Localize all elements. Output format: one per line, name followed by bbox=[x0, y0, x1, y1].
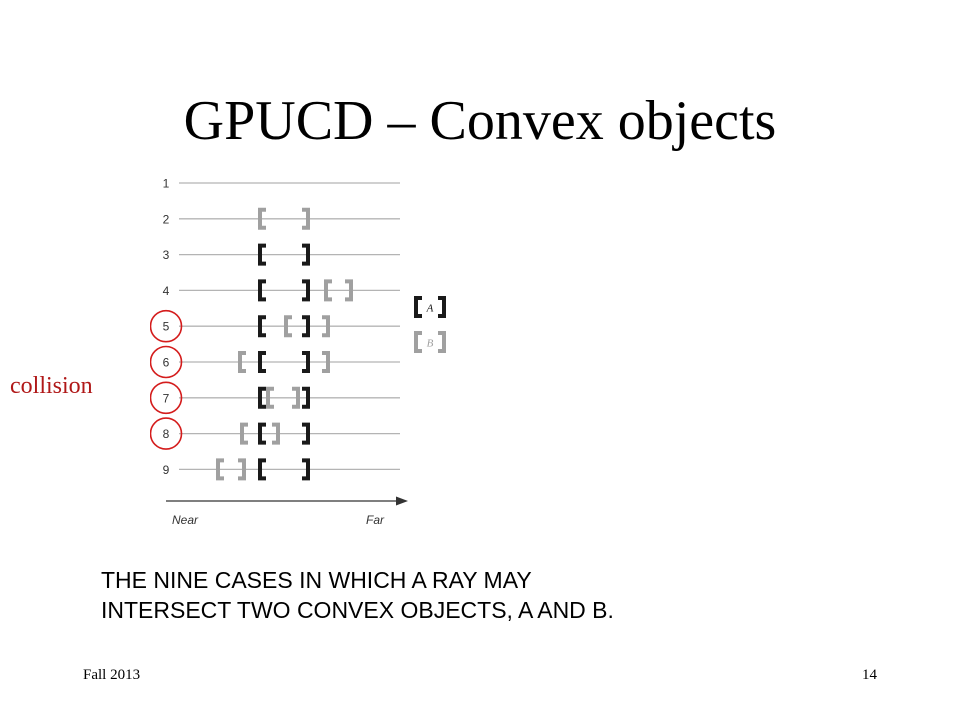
object-a-open-row-5 bbox=[258, 315, 266, 338]
row-label-2: 2 bbox=[163, 212, 170, 226]
legend-label-a: A bbox=[426, 303, 434, 315]
object-a-open-row-2 bbox=[258, 207, 266, 230]
object-a-close-row-2 bbox=[302, 207, 310, 230]
object-a-open-row-7 bbox=[258, 386, 266, 409]
row-label-9: 9 bbox=[163, 463, 170, 477]
footer-date: Fall 2013 bbox=[83, 667, 141, 683]
object-b-open-row-4 bbox=[324, 279, 332, 302]
object-a-open-row-4 bbox=[258, 279, 266, 302]
object-a-close-row-3 bbox=[302, 243, 310, 266]
legend-b-close bbox=[438, 331, 446, 353]
slide-title: GPUCD – Convex objects bbox=[183, 90, 777, 152]
ray-cases-diagram: 1 2 3 4 5 6 7 8 9 A B Near Far bbox=[150, 168, 470, 538]
row-label-5: 5 bbox=[163, 320, 170, 334]
object-a-open-row-9 bbox=[258, 458, 266, 481]
object-b-close-row-8 bbox=[272, 422, 280, 445]
object-b-close-row-9 bbox=[238, 458, 246, 481]
object-a-close-row-6 bbox=[302, 351, 310, 373]
caption: THE NINE CASES IN WHICH A RAY MAY INTERS… bbox=[101, 565, 861, 625]
row-label-8: 8 bbox=[163, 427, 170, 441]
object-b-close-row-5 bbox=[322, 315, 330, 338]
object-a-close-row-9 bbox=[302, 458, 310, 481]
legend-a-open bbox=[414, 296, 422, 318]
object-a-open-row-8 bbox=[258, 422, 266, 445]
axis-arrowhead bbox=[396, 496, 408, 506]
object-b-open-row-8 bbox=[240, 422, 248, 445]
object-b-close-row-6 bbox=[322, 351, 330, 373]
slide-number: 14 bbox=[862, 667, 877, 683]
legend-label-b: B bbox=[427, 338, 434, 350]
object-b-open-row-7 bbox=[266, 386, 274, 409]
axis-near-label: Near bbox=[172, 513, 199, 527]
object-a-open-row-6 bbox=[258, 351, 266, 373]
row-label-7: 7 bbox=[163, 391, 170, 405]
legend-b-open bbox=[414, 331, 422, 353]
object-b-open-row-9 bbox=[216, 458, 224, 481]
collision-circle-row-8 bbox=[150, 417, 183, 450]
object-b-open-row-5 bbox=[284, 315, 292, 338]
row-label-4: 4 bbox=[163, 284, 170, 298]
object-b-open-row-6 bbox=[238, 351, 246, 373]
row-label-6: 6 bbox=[163, 356, 170, 370]
ray-cases-svg: 1 2 3 4 5 6 7 8 9 A B Near Far bbox=[150, 177, 446, 527]
object-b-close-row-4 bbox=[345, 279, 353, 302]
object-a-close-row-7 bbox=[302, 386, 310, 409]
object-a-close-row-5 bbox=[302, 315, 310, 338]
object-a-open-row-3 bbox=[258, 243, 266, 266]
collision-circle-row-6 bbox=[150, 345, 183, 379]
object-b-close-row-7 bbox=[292, 386, 300, 409]
legend-a-close bbox=[438, 296, 446, 318]
collision-label: collision bbox=[10, 373, 93, 399]
object-a-close-row-8 bbox=[302, 422, 310, 445]
caption-line-2: INTERSECT TWO CONVEX OBJECTS, A AND B. bbox=[101, 597, 614, 623]
row-label-3: 3 bbox=[163, 248, 170, 262]
collision-circle-row-7 bbox=[150, 381, 183, 415]
caption-line-1: THE NINE CASES IN WHICH A RAY MAY bbox=[101, 567, 532, 593]
axis-far-label: Far bbox=[366, 513, 385, 527]
collision-circle-row-5 bbox=[150, 309, 183, 343]
row-label-1: 1 bbox=[163, 177, 170, 191]
object-a-close-row-4 bbox=[302, 279, 310, 302]
